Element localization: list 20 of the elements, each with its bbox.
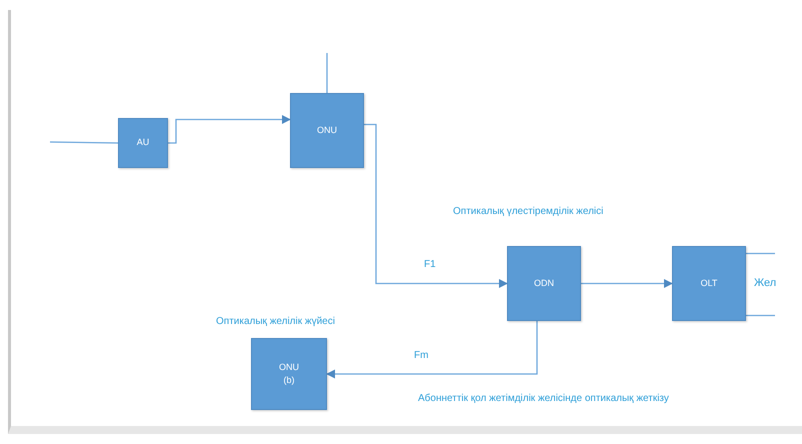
box-label: ONU (b) [278,360,300,387]
text-label: Жел [754,277,776,289]
edge-label: F1 [424,259,436,270]
box-label: OLT [700,276,718,290]
process-box [290,93,364,168]
process-box [118,118,168,168]
text-label: Абоннеттік қол жетімділік желісінде оптикалық жеткізу [418,393,669,404]
connector-arrow [364,124,508,288]
connector-arrow [326,321,538,379]
process-box [507,246,581,321]
box-label: ONU [317,124,337,137]
process-box [672,246,746,321]
box-label: AU [136,136,150,150]
edge-label: Fm [414,350,428,361]
connector-arrow [168,114,291,144]
box-caption: Оптикалық желілік жүйесі [216,316,335,327]
box-caption: Оптикалық үлестіремділік желісі [453,206,604,217]
connector-arrow [581,278,673,288]
process-box [251,338,327,410]
box-label: ODN [534,276,554,290]
